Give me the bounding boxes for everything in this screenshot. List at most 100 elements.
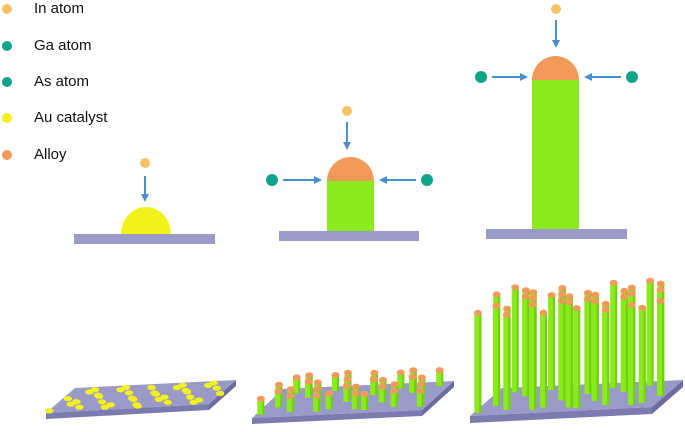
au-catalyst-dot	[129, 396, 138, 402]
nanowire-shade	[625, 296, 628, 392]
nanowire-shade	[402, 372, 405, 389]
substrate	[74, 234, 215, 244]
alloy-tip	[286, 386, 295, 393]
alloy-tip	[558, 285, 567, 291]
long-nanowire-array-3d	[470, 277, 683, 423]
alloy-tip	[304, 378, 313, 385]
nanowire-shade	[330, 393, 333, 410]
alloy-tip	[521, 293, 530, 300]
alloy-tip	[572, 305, 581, 312]
nanowire	[370, 379, 378, 396]
nanowire	[416, 390, 424, 407]
catalyst-array-3d	[45, 380, 236, 419]
nanowire	[573, 308, 581, 409]
legend-label: Ga atom	[34, 37, 92, 54]
alloy-tip	[609, 279, 618, 286]
substrate-front-face	[46, 404, 209, 419]
nanowire-shade	[348, 386, 351, 402]
nanowire-shade	[383, 386, 386, 403]
alloy-tip	[343, 376, 352, 383]
nanowire	[548, 295, 556, 391]
legend-label: Alloy	[34, 146, 67, 163]
au-catalyst-dot	[100, 404, 110, 410]
nanowire	[511, 287, 519, 393]
alloy-tip	[417, 374, 426, 381]
nanowire-shade	[527, 296, 530, 397]
au-catalyst-dot	[94, 393, 104, 399]
nanowire	[274, 391, 282, 408]
au-catalyst-marker-icon	[2, 113, 12, 123]
nanowire	[378, 386, 386, 403]
nanowire-shade	[534, 304, 537, 410]
alloy-tip	[646, 277, 655, 284]
nanowire-shade	[553, 295, 556, 391]
alloy-tip	[557, 297, 566, 304]
alloy-tip	[528, 301, 537, 308]
nanowire-shade	[615, 282, 618, 388]
alloy-tip	[409, 367, 418, 374]
in-atom-icon	[342, 106, 352, 116]
alloy-tip	[627, 290, 636, 297]
alloy-tip	[620, 293, 629, 300]
alloy-tip	[583, 296, 592, 303]
alloy-tip	[601, 307, 610, 314]
alloy-tip	[656, 280, 665, 287]
au-catalyst-dot	[147, 384, 156, 391]
nanowire-shade	[395, 390, 398, 407]
alloy-tip	[286, 392, 295, 399]
alloy-tip	[331, 372, 340, 378]
nanowire-shade	[596, 301, 599, 401]
alloy-tip	[584, 289, 592, 296]
substrate	[279, 231, 419, 241]
nanowire-shade	[298, 377, 301, 394]
alloy-tip	[620, 287, 629, 294]
alloy-tip	[473, 309, 482, 316]
alloy-tip	[417, 381, 426, 388]
nanowire	[343, 386, 351, 402]
in-atom-icon	[551, 4, 561, 14]
legend-label: Au catalyst	[34, 109, 108, 126]
alloy-tip	[521, 287, 530, 294]
nanowire-shade	[508, 314, 511, 410]
nanowire	[325, 393, 333, 410]
nanowire	[397, 372, 405, 389]
alloy-tip	[351, 390, 360, 397]
nanowire	[286, 395, 294, 412]
nanowire	[638, 307, 646, 403]
au-catalyst-dot	[45, 408, 54, 414]
alloy-tip	[379, 376, 387, 383]
alloy-tip	[378, 383, 387, 390]
alloy-tip	[416, 387, 425, 394]
stage-2-short-nanowire	[266, 106, 433, 241]
nanowire	[503, 314, 511, 410]
alloy-tip	[313, 386, 322, 392]
au-catalyst-dot	[163, 399, 172, 405]
nanowire	[532, 80, 579, 229]
au-catalyst-droplet	[121, 207, 171, 234]
nanowire-shade	[633, 304, 635, 405]
nanowire-shade	[441, 370, 444, 387]
alloy-tip	[390, 387, 398, 394]
alloy-tip	[435, 367, 444, 374]
nanowire-shade	[337, 375, 339, 391]
substrate-side-face	[422, 381, 454, 416]
nanowire	[409, 376, 417, 393]
alloy-tip	[591, 291, 600, 298]
alloy-tip	[408, 373, 417, 380]
nanowire-shade	[262, 398, 265, 415]
nanowire-shade	[414, 376, 417, 393]
alloy-tip	[638, 304, 647, 311]
nanowire	[257, 398, 265, 415]
alloy-tip	[502, 311, 511, 318]
alloy-droplet	[327, 157, 374, 181]
nanowire	[327, 181, 374, 231]
nanowire-shade	[651, 280, 654, 386]
alloy-tip	[275, 381, 283, 388]
legend-label: As atom	[34, 73, 90, 90]
alloy-tip	[492, 302, 501, 309]
nanowire-shade	[662, 300, 664, 396]
alloy-tip	[369, 376, 378, 383]
alloy-tip	[558, 291, 566, 298]
nanowire-shade	[279, 391, 282, 408]
nanowire-shade	[421, 390, 424, 407]
